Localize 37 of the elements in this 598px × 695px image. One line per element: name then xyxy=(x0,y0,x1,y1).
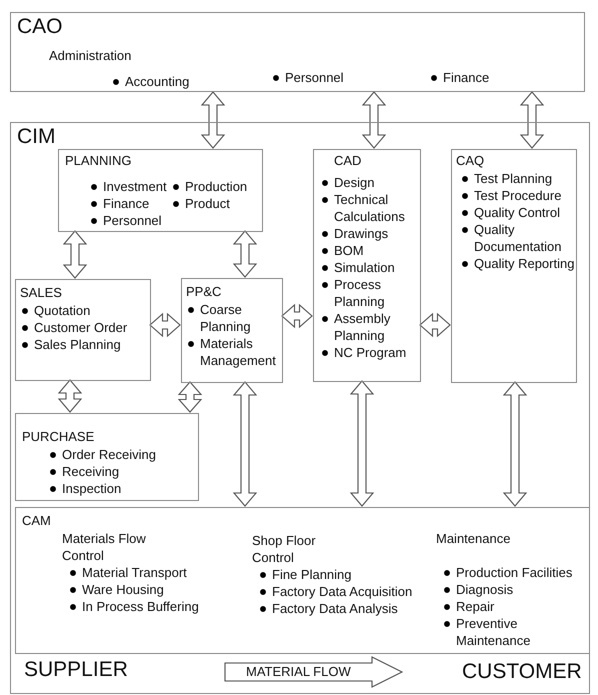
double-arrow xyxy=(281,304,313,328)
double-arrow xyxy=(232,381,258,507)
module-box xyxy=(15,507,590,654)
section-heading: Shop Floor Control xyxy=(252,532,317,566)
double-arrow xyxy=(200,91,226,149)
box-title: CAO xyxy=(17,15,63,39)
box-title: SALES xyxy=(20,284,62,301)
double-arrow xyxy=(520,91,544,149)
double-arrow xyxy=(58,379,82,413)
side-label: CUSTOMER xyxy=(462,660,582,684)
double-arrow xyxy=(178,381,202,413)
box-title: PURCHASE xyxy=(22,428,94,445)
double-arrow xyxy=(350,380,374,507)
box-title: PP&C xyxy=(186,283,222,300)
flow-label: MATERIAL FLOW xyxy=(246,664,351,680)
box-title: CAQ xyxy=(456,152,484,169)
double-arrow xyxy=(149,312,181,338)
section-heading: Maintenance xyxy=(436,530,510,547)
section-heading: Materials Flow Control xyxy=(62,530,147,564)
box-title: CIM xyxy=(17,125,56,149)
module-box xyxy=(451,149,577,383)
module-box xyxy=(10,12,585,92)
module-box xyxy=(15,413,199,501)
section-heading: Administration xyxy=(49,47,132,64)
side-label: SUPPLIER xyxy=(24,658,128,682)
module-box xyxy=(313,149,421,382)
double-arrow xyxy=(502,381,528,507)
double-arrow xyxy=(362,91,386,149)
box-title: CAM xyxy=(22,512,51,529)
double-arrow xyxy=(232,230,258,278)
box-title: PLANNING xyxy=(65,152,132,169)
module-box xyxy=(58,149,263,232)
box-title: CAD xyxy=(334,152,362,169)
double-arrow xyxy=(419,312,451,338)
double-arrow xyxy=(62,230,88,279)
module-box xyxy=(181,278,283,383)
module-box xyxy=(15,279,151,381)
